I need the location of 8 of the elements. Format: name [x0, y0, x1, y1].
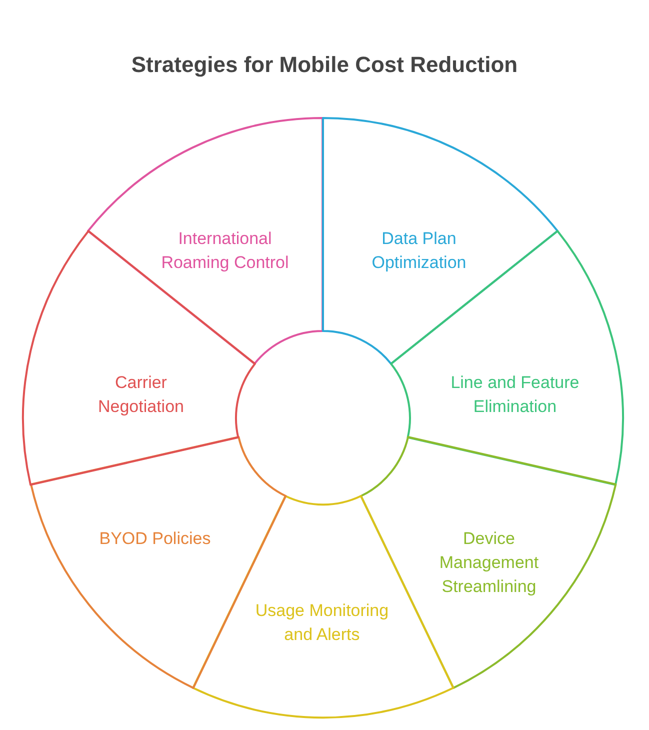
segment-label: BYOD Policies [98, 528, 212, 550]
diagram-title: Strategies for Mobile Cost Reduction [130, 52, 519, 78]
segment-label: Usage Monitoring and Alerts [254, 600, 390, 646]
segment-label: Carrier Negotiation [96, 372, 185, 418]
segment-label: Device Management Streamlining [438, 528, 540, 598]
segment-label: Line and Feature Elimination [450, 372, 580, 418]
segment-label: International Roaming Control [160, 228, 290, 274]
segment-label: Data Plan Optimization [370, 228, 468, 274]
